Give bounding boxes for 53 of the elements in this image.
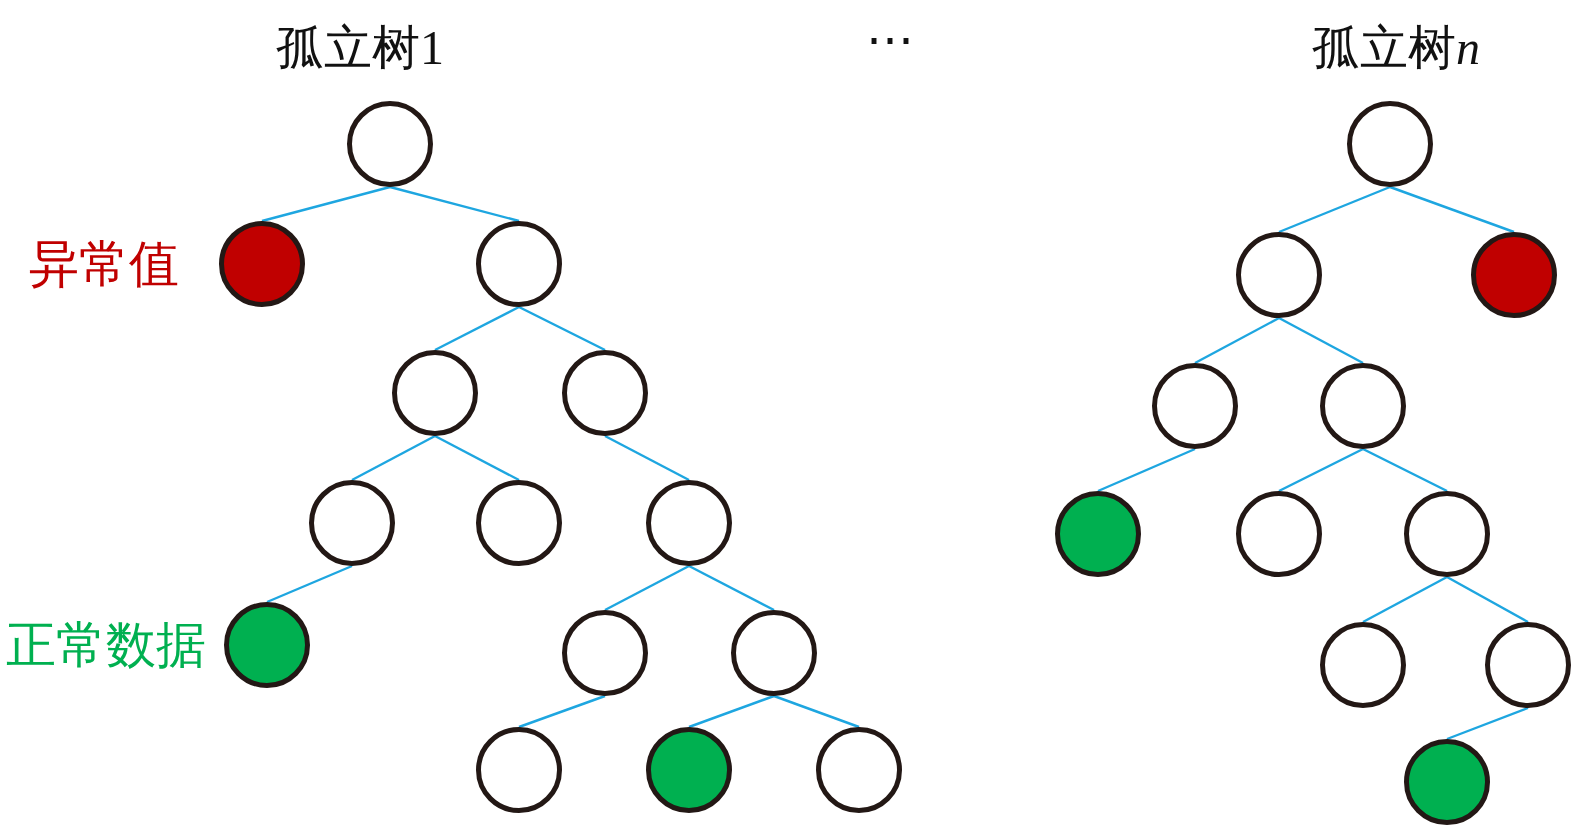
tree-node — [1236, 491, 1322, 577]
tree-edge — [773, 694, 860, 729]
tree-edge — [518, 305, 606, 352]
tree-edge — [1446, 706, 1529, 741]
tree-edge — [604, 434, 690, 482]
tree-node — [646, 727, 732, 813]
tree-node — [1485, 622, 1571, 708]
tree-edge — [604, 564, 690, 612]
tree-node — [1347, 101, 1433, 187]
tree-edge — [1097, 447, 1196, 493]
ellipsis-text: ⋯ — [866, 13, 914, 67]
tree-title: 孤立树n — [1312, 21, 1480, 75]
tree-edge — [1362, 447, 1448, 493]
tree-node — [476, 727, 562, 813]
tree-edge — [688, 694, 775, 729]
tree-edge — [1278, 316, 1364, 365]
tree-node — [1320, 363, 1406, 449]
tree-edge — [518, 694, 606, 729]
tree-edge — [1446, 575, 1529, 624]
tree-edge — [266, 564, 353, 604]
legend-label: 异常值 — [29, 236, 179, 292]
legend-label: 正常数据 — [6, 617, 206, 673]
tree-node — [476, 480, 562, 566]
tree-edge — [1278, 185, 1391, 234]
tree-node — [1404, 491, 1490, 577]
tree-node — [646, 480, 732, 566]
tree-node — [392, 350, 478, 436]
tree-edge — [261, 185, 391, 223]
tree-node — [1055, 491, 1141, 577]
tree-node — [816, 727, 902, 813]
tree-node — [1152, 363, 1238, 449]
tree-edge — [1194, 316, 1280, 365]
tree-edge — [1389, 185, 1515, 234]
tree-node — [731, 610, 817, 696]
tree-edge — [389, 185, 520, 223]
tree-node — [562, 350, 648, 436]
tree-node — [219, 221, 305, 307]
tree-node — [309, 480, 395, 566]
tree-edge — [434, 305, 520, 352]
tree-edge — [351, 434, 436, 482]
tree-edge — [434, 434, 520, 482]
tree-node — [1471, 232, 1557, 318]
tree-title: 孤立树1 — [276, 21, 444, 75]
tree-edge — [1362, 575, 1448, 624]
tree-edge — [688, 564, 775, 612]
tree-edge — [1278, 447, 1364, 493]
tree-node — [347, 101, 433, 187]
tree-node — [224, 602, 310, 688]
tree-node — [1404, 739, 1490, 825]
tree-node — [1320, 622, 1406, 708]
tree-node — [1236, 232, 1322, 318]
tree-node — [562, 610, 648, 696]
tree-node — [476, 221, 562, 307]
